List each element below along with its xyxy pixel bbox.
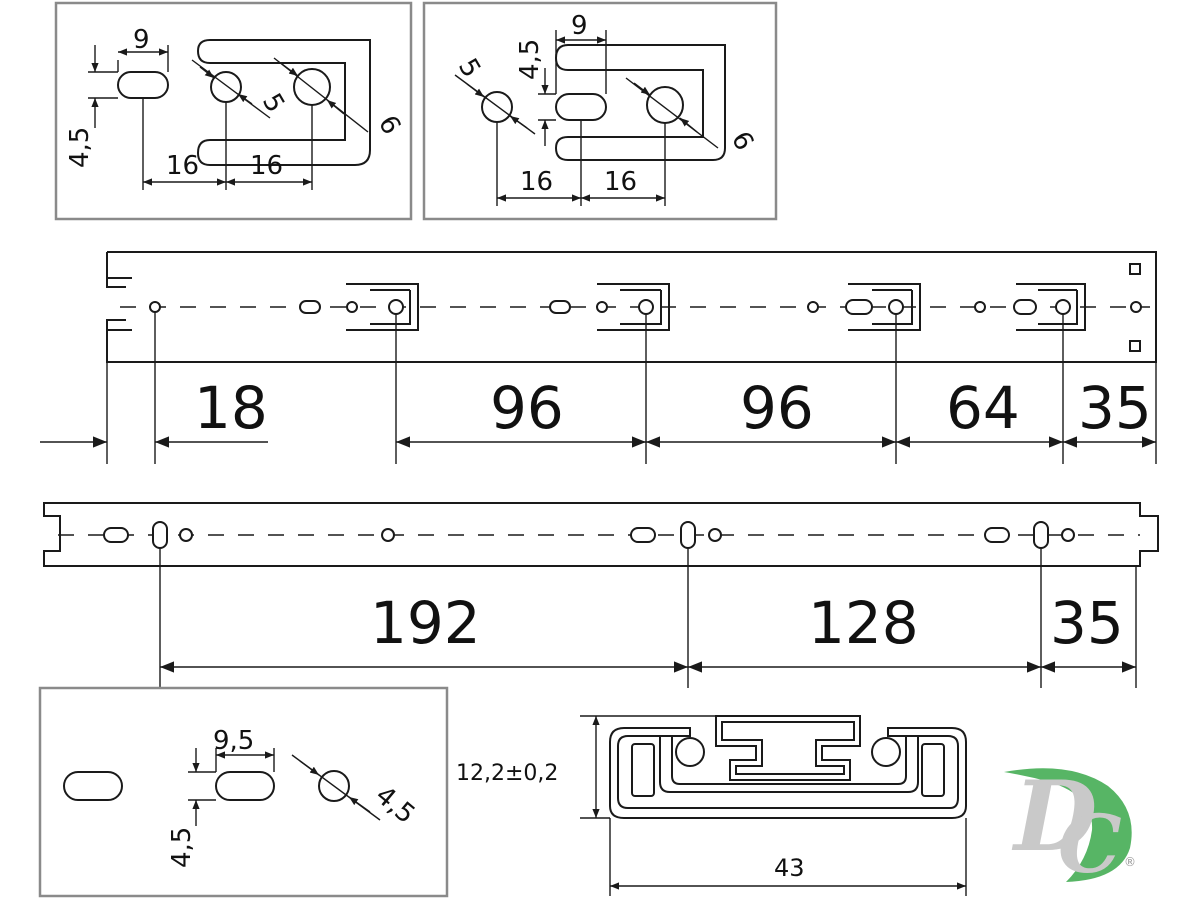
bottom-rail-vertical-slot-1 (152, 521, 168, 549)
detail-2-slot (555, 93, 607, 121)
cross-section-profile: 12,2±0,2 43 (456, 715, 967, 896)
top-rail-dim-96-first: 96 (490, 374, 564, 442)
detail-box-3: 9,5 4,5 4,5 (38, 686, 449, 898)
detail-3-slot (215, 771, 275, 801)
profile-middle-channel (659, 736, 919, 793)
logo-letter-d: D (1011, 760, 1097, 873)
detail-1-hole-5 (210, 71, 242, 103)
bottom-rail-outline (43, 502, 1159, 567)
top-rail-end-notches (107, 277, 132, 331)
detail-2-dim-9: 9 (571, 11, 588, 41)
bottom-rail-vertical-slot-2 (680, 521, 696, 549)
detail-3-dim-4-5-vertical: 4,5 (167, 827, 197, 868)
detail-1-u-cutout (196, 39, 371, 166)
detail-1-frame (54, 1, 413, 221)
top-rail: 18 96 96 64 35 (40, 251, 1157, 464)
top-rail-dim-64: 64 (946, 374, 1020, 442)
profile-inner-member (715, 715, 861, 781)
bottom-rail-dim-128: 128 (808, 589, 919, 657)
detail-1-dim-16-left: 16 (166, 151, 199, 181)
top-rail-dim-96-second: 96 (740, 374, 814, 442)
top-rail-square-top (1129, 263, 1141, 275)
top-rail-bracket-1 (346, 283, 419, 331)
bottom-rail: 192 128 35 (43, 502, 1159, 688)
profile-width-dim: 43 (774, 854, 805, 882)
detail-2-dim-16-right: 16 (604, 167, 637, 197)
profile-outer-channel (609, 727, 967, 819)
logo-letter-c: C (1058, 797, 1122, 891)
detail-2-dim-16-left: 16 (520, 167, 553, 197)
top-rail-square-bottom (1129, 340, 1141, 352)
profile-ball-cage-right (921, 743, 945, 797)
top-rail-dim-35: 35 (1078, 374, 1152, 442)
dc-logo: D C ® (1004, 760, 1136, 891)
detail-box-1: 9 4,5 5 6 16 16 (54, 1, 413, 221)
detail-1-dim-9: 9 (133, 25, 150, 55)
detail-1-hole-6 (293, 68, 331, 106)
bottom-rail-dim-35: 35 (1050, 589, 1124, 657)
detail-2-dim-4-5: 4,5 (515, 39, 545, 80)
profile-bearing-right (871, 737, 901, 767)
detail-1-slot (117, 71, 169, 99)
top-rail-bracket-hole-1 (388, 299, 404, 315)
top-rail-bracket-4 (1016, 283, 1086, 331)
top-rail-outline (106, 251, 1157, 363)
profile-bearing-left (675, 737, 705, 767)
detail-3-slot-large (63, 771, 123, 801)
detail-2-hole-5 (481, 91, 513, 123)
top-rail-bracket-2 (597, 283, 670, 331)
detail-3-dim-9-5: 9,5 (213, 726, 254, 756)
logo-registered-mark: ® (1124, 855, 1136, 869)
bottom-rail-dim-192: 192 (370, 589, 481, 657)
top-rail-dim-18: 18 (194, 374, 268, 442)
profile-ball-cage-left (631, 743, 655, 797)
top-rail-hole (149, 301, 161, 313)
top-rail-slot (299, 300, 321, 314)
detail-box-2: 9 4,5 5 6 16 16 (422, 1, 778, 221)
logo-swoosh (1004, 768, 1132, 882)
profile-height-dim: 12,2±0,2 (456, 761, 558, 786)
detail-1-dim-16-right: 16 (250, 151, 283, 181)
bottom-rail-vertical-slot-3 (1033, 521, 1049, 549)
detail-1-dim-4-5: 4,5 (65, 127, 95, 168)
top-rail-bracket-3 (848, 283, 921, 331)
